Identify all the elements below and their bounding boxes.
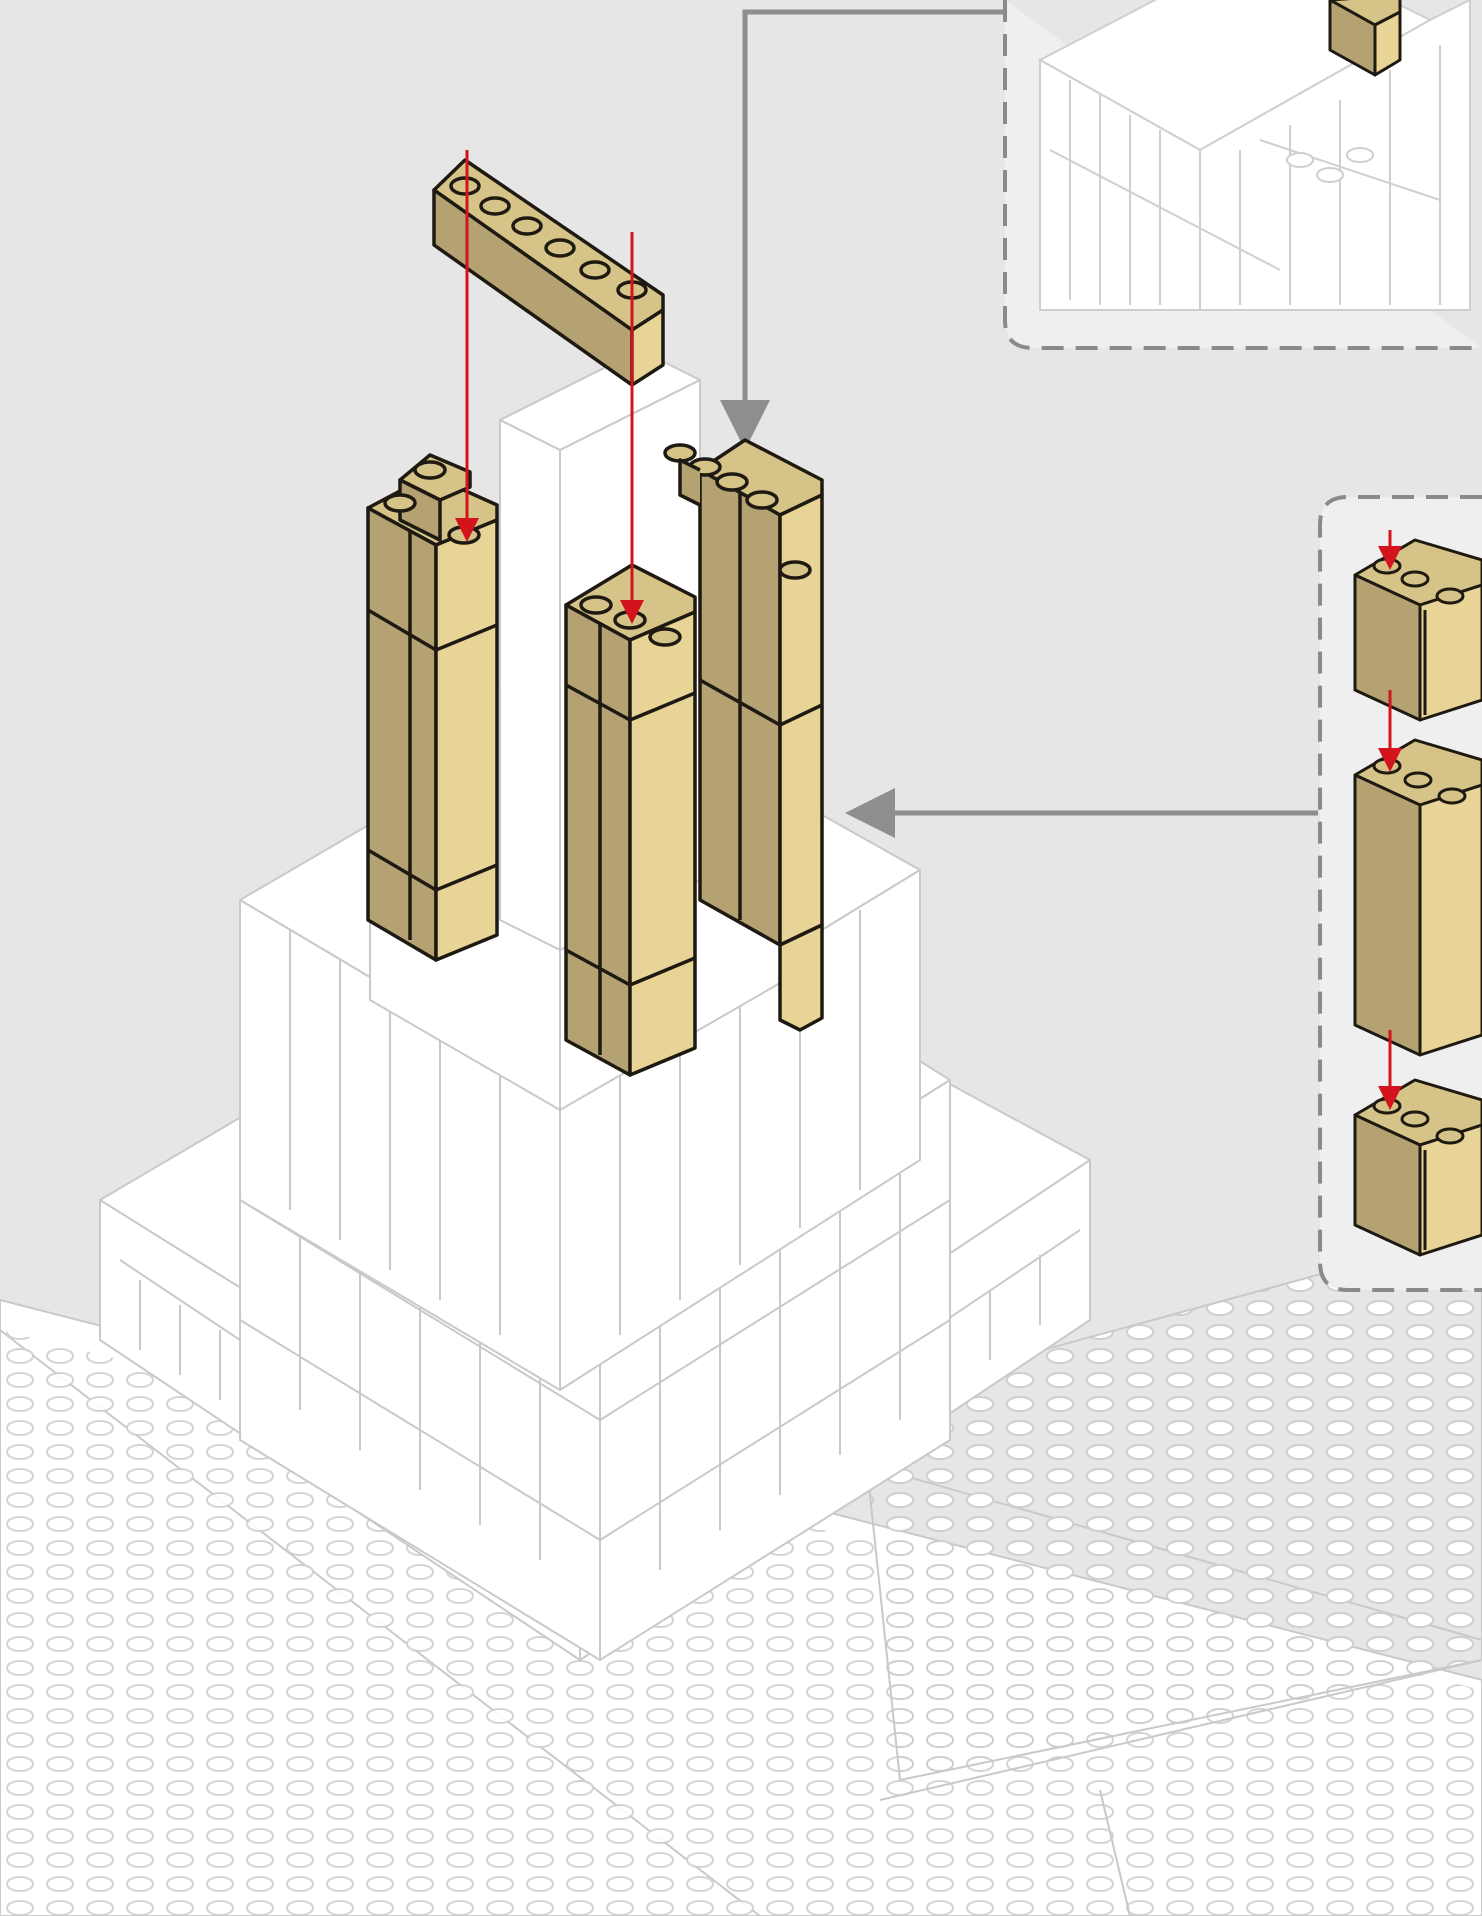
callout-right-stack bbox=[1320, 497, 1482, 1290]
callout-brick-top bbox=[1355, 540, 1482, 720]
tan-column-left bbox=[368, 455, 497, 960]
tan-column-middle bbox=[566, 565, 695, 1075]
callout-top-right-subassembly bbox=[1005, 0, 1482, 348]
callout-brick-middle bbox=[1355, 740, 1482, 1055]
arrow-from-top-callout bbox=[745, 12, 1005, 425]
callout-brick-bottom bbox=[1355, 1080, 1482, 1255]
